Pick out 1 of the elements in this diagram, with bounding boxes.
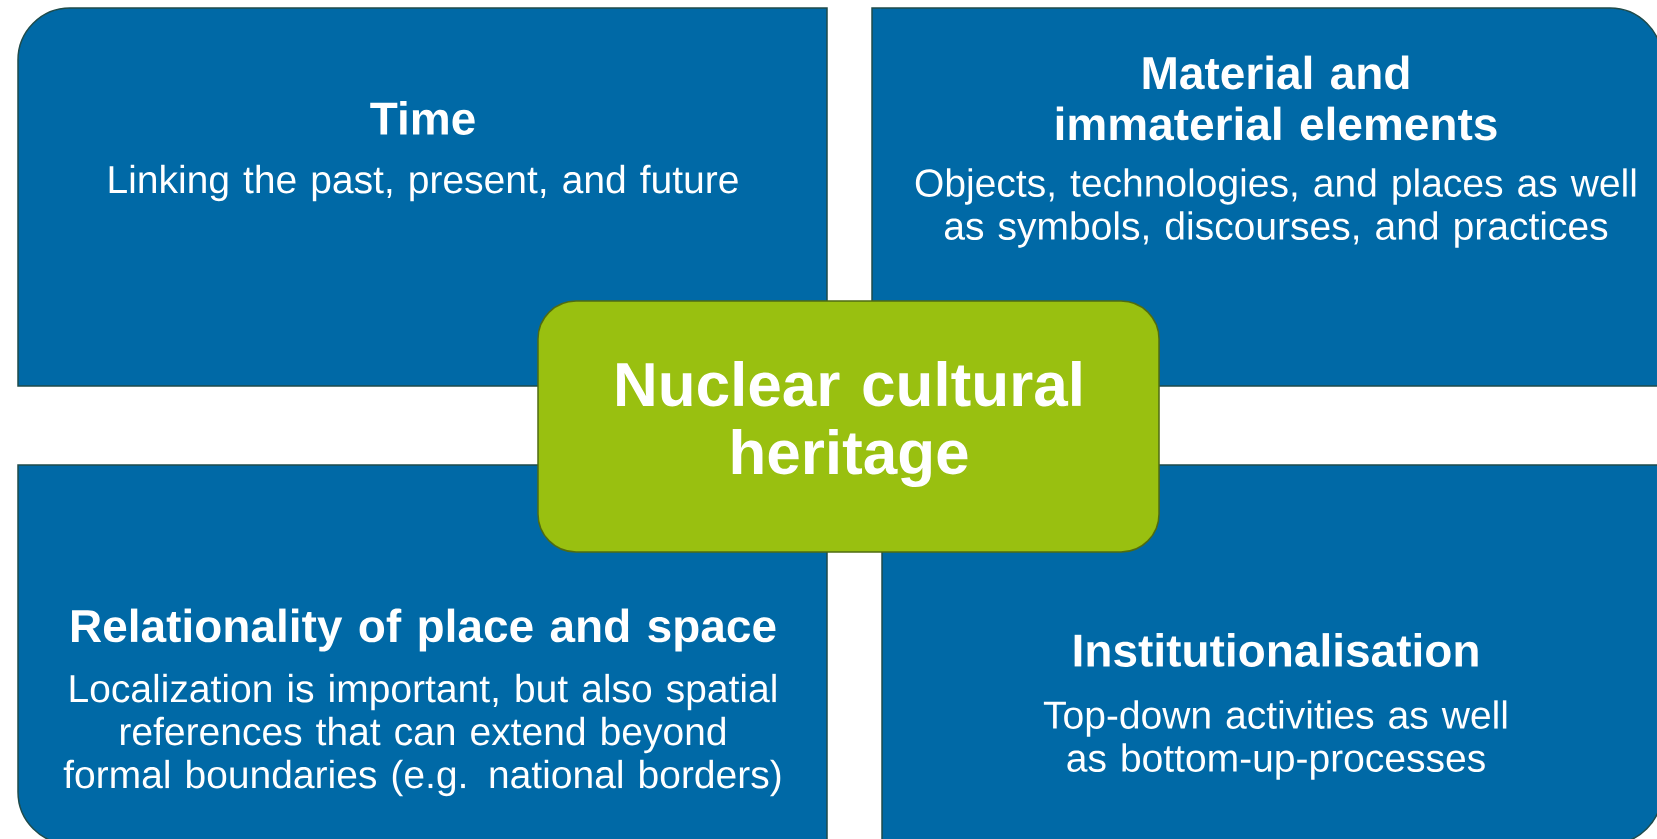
center-box: Nuclear cultural heritage	[537, 300, 1160, 553]
